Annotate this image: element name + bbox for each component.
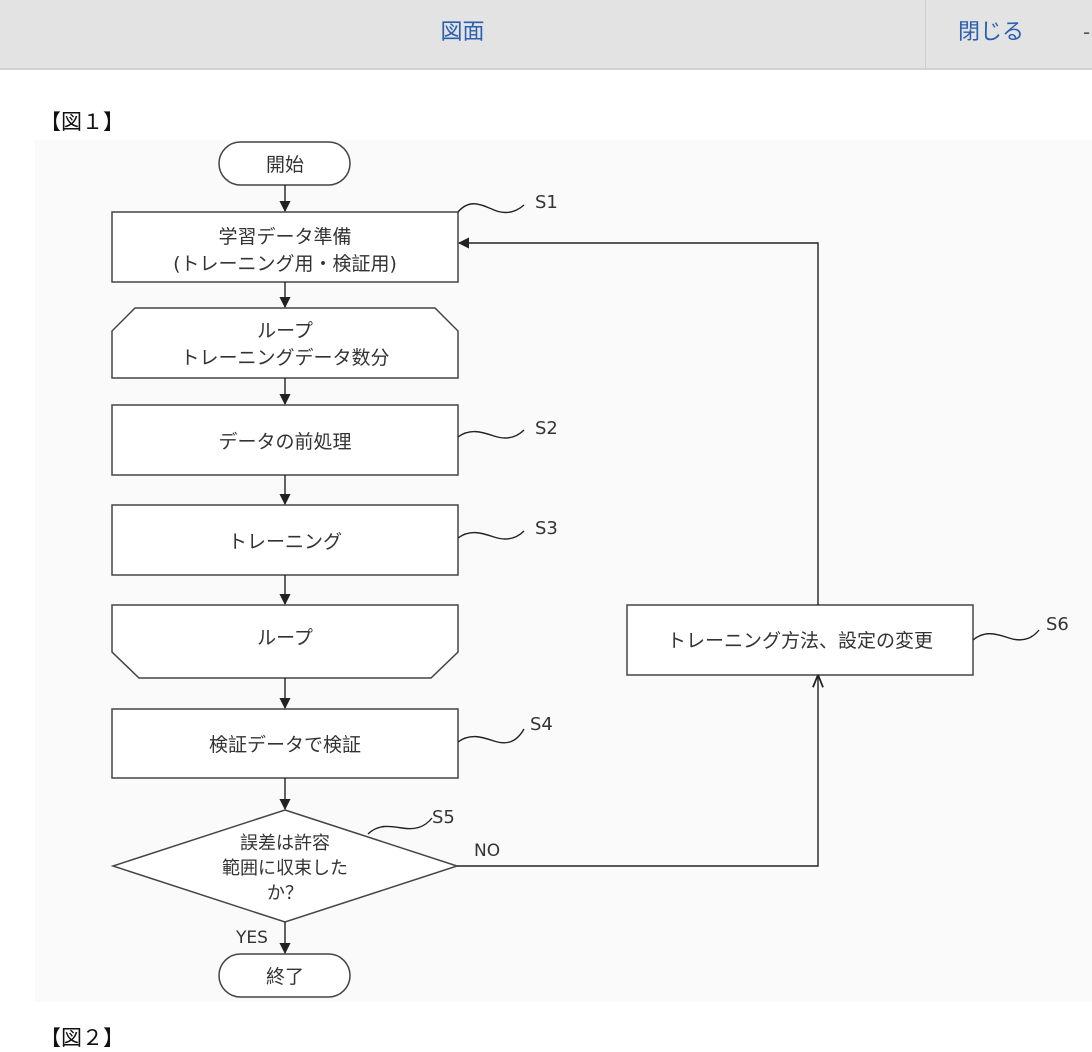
figure-1-label: 【図１】 (40, 110, 124, 134)
step-s6-box (626, 604, 974, 676)
step-id-s4: S4 (530, 714, 553, 735)
figure-1-image: 開始 学習データ準備 (トレーニング用・検証用) ループ トレーニングデータ数分… (35, 140, 1092, 1002)
arrow-s5-no-to-s6 (457, 676, 818, 867)
step-s1-line1: 学習データ準備 (218, 226, 351, 248)
step-id-s6: S6 (1046, 614, 1069, 635)
step-s4-box (111, 708, 459, 779)
step-s5-line1: 誤差は許容 (240, 833, 330, 854)
viewer-header: 図面 閉じる - (0, 0, 1092, 70)
loop-start-line2: トレーニングデータ数分 (180, 347, 389, 369)
loop-end-text: ループ (257, 627, 313, 649)
step-s6-text: トレーニング方法、設定の変更 (667, 630, 933, 652)
step-s5-line2: 範囲に収束した (222, 858, 348, 879)
figure-2-label: 【図２】 (40, 1026, 124, 1050)
header-divider (925, 0, 926, 68)
end-label: 終了 (266, 966, 304, 988)
step-s3-box (111, 504, 459, 576)
step-s3-text: トレーニング (228, 531, 342, 553)
loop-end-shape (111, 604, 459, 679)
leader-s4 (457, 728, 525, 744)
step-id-s3: S3 (535, 518, 558, 539)
branch-no-label: NO (474, 841, 500, 861)
step-id-s2: S2 (535, 418, 558, 439)
leader-s6 (972, 629, 1040, 641)
loop-start-line1: ループ (257, 320, 313, 342)
step-s1-line2: (トレーニング用・検証用) (173, 253, 397, 275)
header-extra-control[interactable]: - (1083, 20, 1091, 44)
step-id-s1: S1 (535, 192, 558, 213)
flowchart: 開始 学習データ準備 (トレーニング用・検証用) ループ トレーニングデータ数分… (110, 141, 1069, 998)
step-id-s5: S5 (432, 807, 455, 828)
arrow-s6-to-s1 (457, 237, 819, 605)
step-s4-text: 検証データで検証 (209, 734, 361, 756)
step-s1-box (111, 211, 459, 283)
leader-s1 (457, 203, 525, 214)
step-s2-text: データの前処理 (218, 431, 351, 453)
close-button[interactable]: 閉じる (958, 20, 1025, 45)
leader-s3 (457, 530, 525, 540)
loop-start-shape (111, 307, 459, 379)
leader-s5 (367, 817, 433, 835)
branch-yes-label: YES (235, 928, 268, 948)
start-label: 開始 (266, 154, 304, 176)
header-title: 図面 (440, 20, 485, 45)
leader-s2 (457, 429, 525, 439)
step-s5-line3: か？ (267, 883, 303, 904)
